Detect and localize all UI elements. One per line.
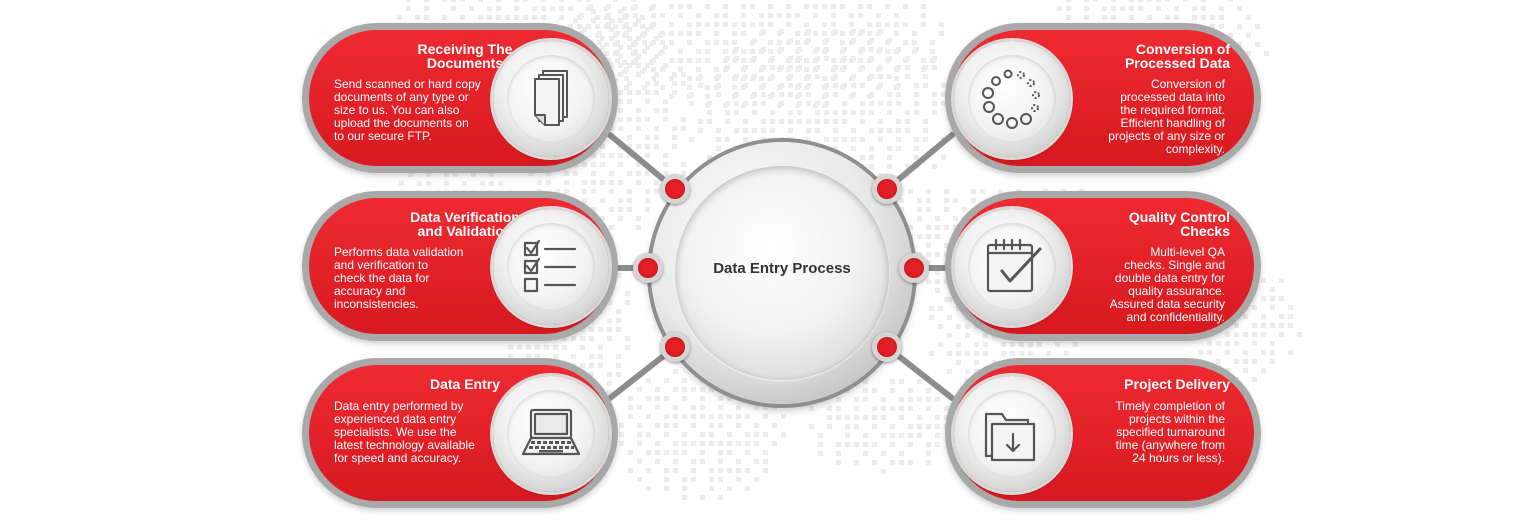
step-quality-icon-badge: [954, 209, 1070, 325]
step-conversion: Conversion of Processed Data Conversion …: [945, 23, 1261, 173]
stacked-documents-icon: [534, 70, 568, 126]
center-hub-ring: [675, 166, 889, 380]
step-receiving-icon-badge: [493, 41, 609, 157]
step-conversion-icon-badge: [954, 41, 1070, 157]
step-receiving: Receiving The Documents Send scanned or …: [302, 23, 618, 173]
step-conversion-title: Conversion of Processed Data: [1124, 41, 1230, 71]
node-quality: [899, 253, 929, 283]
step-delivery-title: Project Delivery: [1124, 376, 1230, 392]
step-quality-title: Quality Control Checks: [1128, 209, 1230, 239]
center-hub: Data Entry Process: [651, 142, 913, 404]
node-conversion: [872, 174, 902, 204]
calendar-check-icon: [986, 238, 1042, 293]
step-delivery: Project Delivery Timely completion of pr…: [945, 358, 1261, 508]
node-verification: [633, 253, 663, 283]
step-entry-icon-badge: [493, 376, 609, 492]
step-quality: Quality Control Checks Multi-level QA ch…: [945, 191, 1261, 341]
step-verification-title: Data Verification and Validation: [410, 209, 520, 239]
step-entry-title: Data Entry: [429, 376, 501, 392]
step-receiving-desc: Send scanned or hard copy documents of a…: [334, 77, 481, 143]
node-receiving: [660, 174, 690, 204]
step-verification-desc: Performs data validation and verificatio…: [334, 245, 464, 311]
step-entry-desc: Data entry performed by experienced data…: [334, 399, 475, 465]
loading-circle-icon: [982, 69, 1040, 129]
step-conversion-desc: Conversion of processed data into the re…: [1108, 77, 1225, 156]
step-verification: Data Verification and Validation Perform…: [302, 191, 618, 341]
laptop-icon: [521, 408, 581, 456]
step-entry: Data Entry Data entry performed by exper…: [302, 358, 618, 508]
step-verification-icon-badge: [493, 209, 609, 325]
step-quality-desc: Multi-level QA checks. Single and double…: [1109, 245, 1225, 324]
folder-download-icon: [984, 412, 1036, 462]
step-receiving-title: Receiving The Documents: [417, 41, 513, 71]
node-entry: [660, 332, 690, 362]
step-delivery-icon-badge: [954, 376, 1070, 492]
center-hub-label: Data Entry Process: [713, 260, 851, 277]
checklist-icon: [523, 239, 577, 293]
node-delivery: [872, 332, 902, 362]
step-delivery-desc: Timely completion of projects within the…: [1115, 399, 1225, 465]
